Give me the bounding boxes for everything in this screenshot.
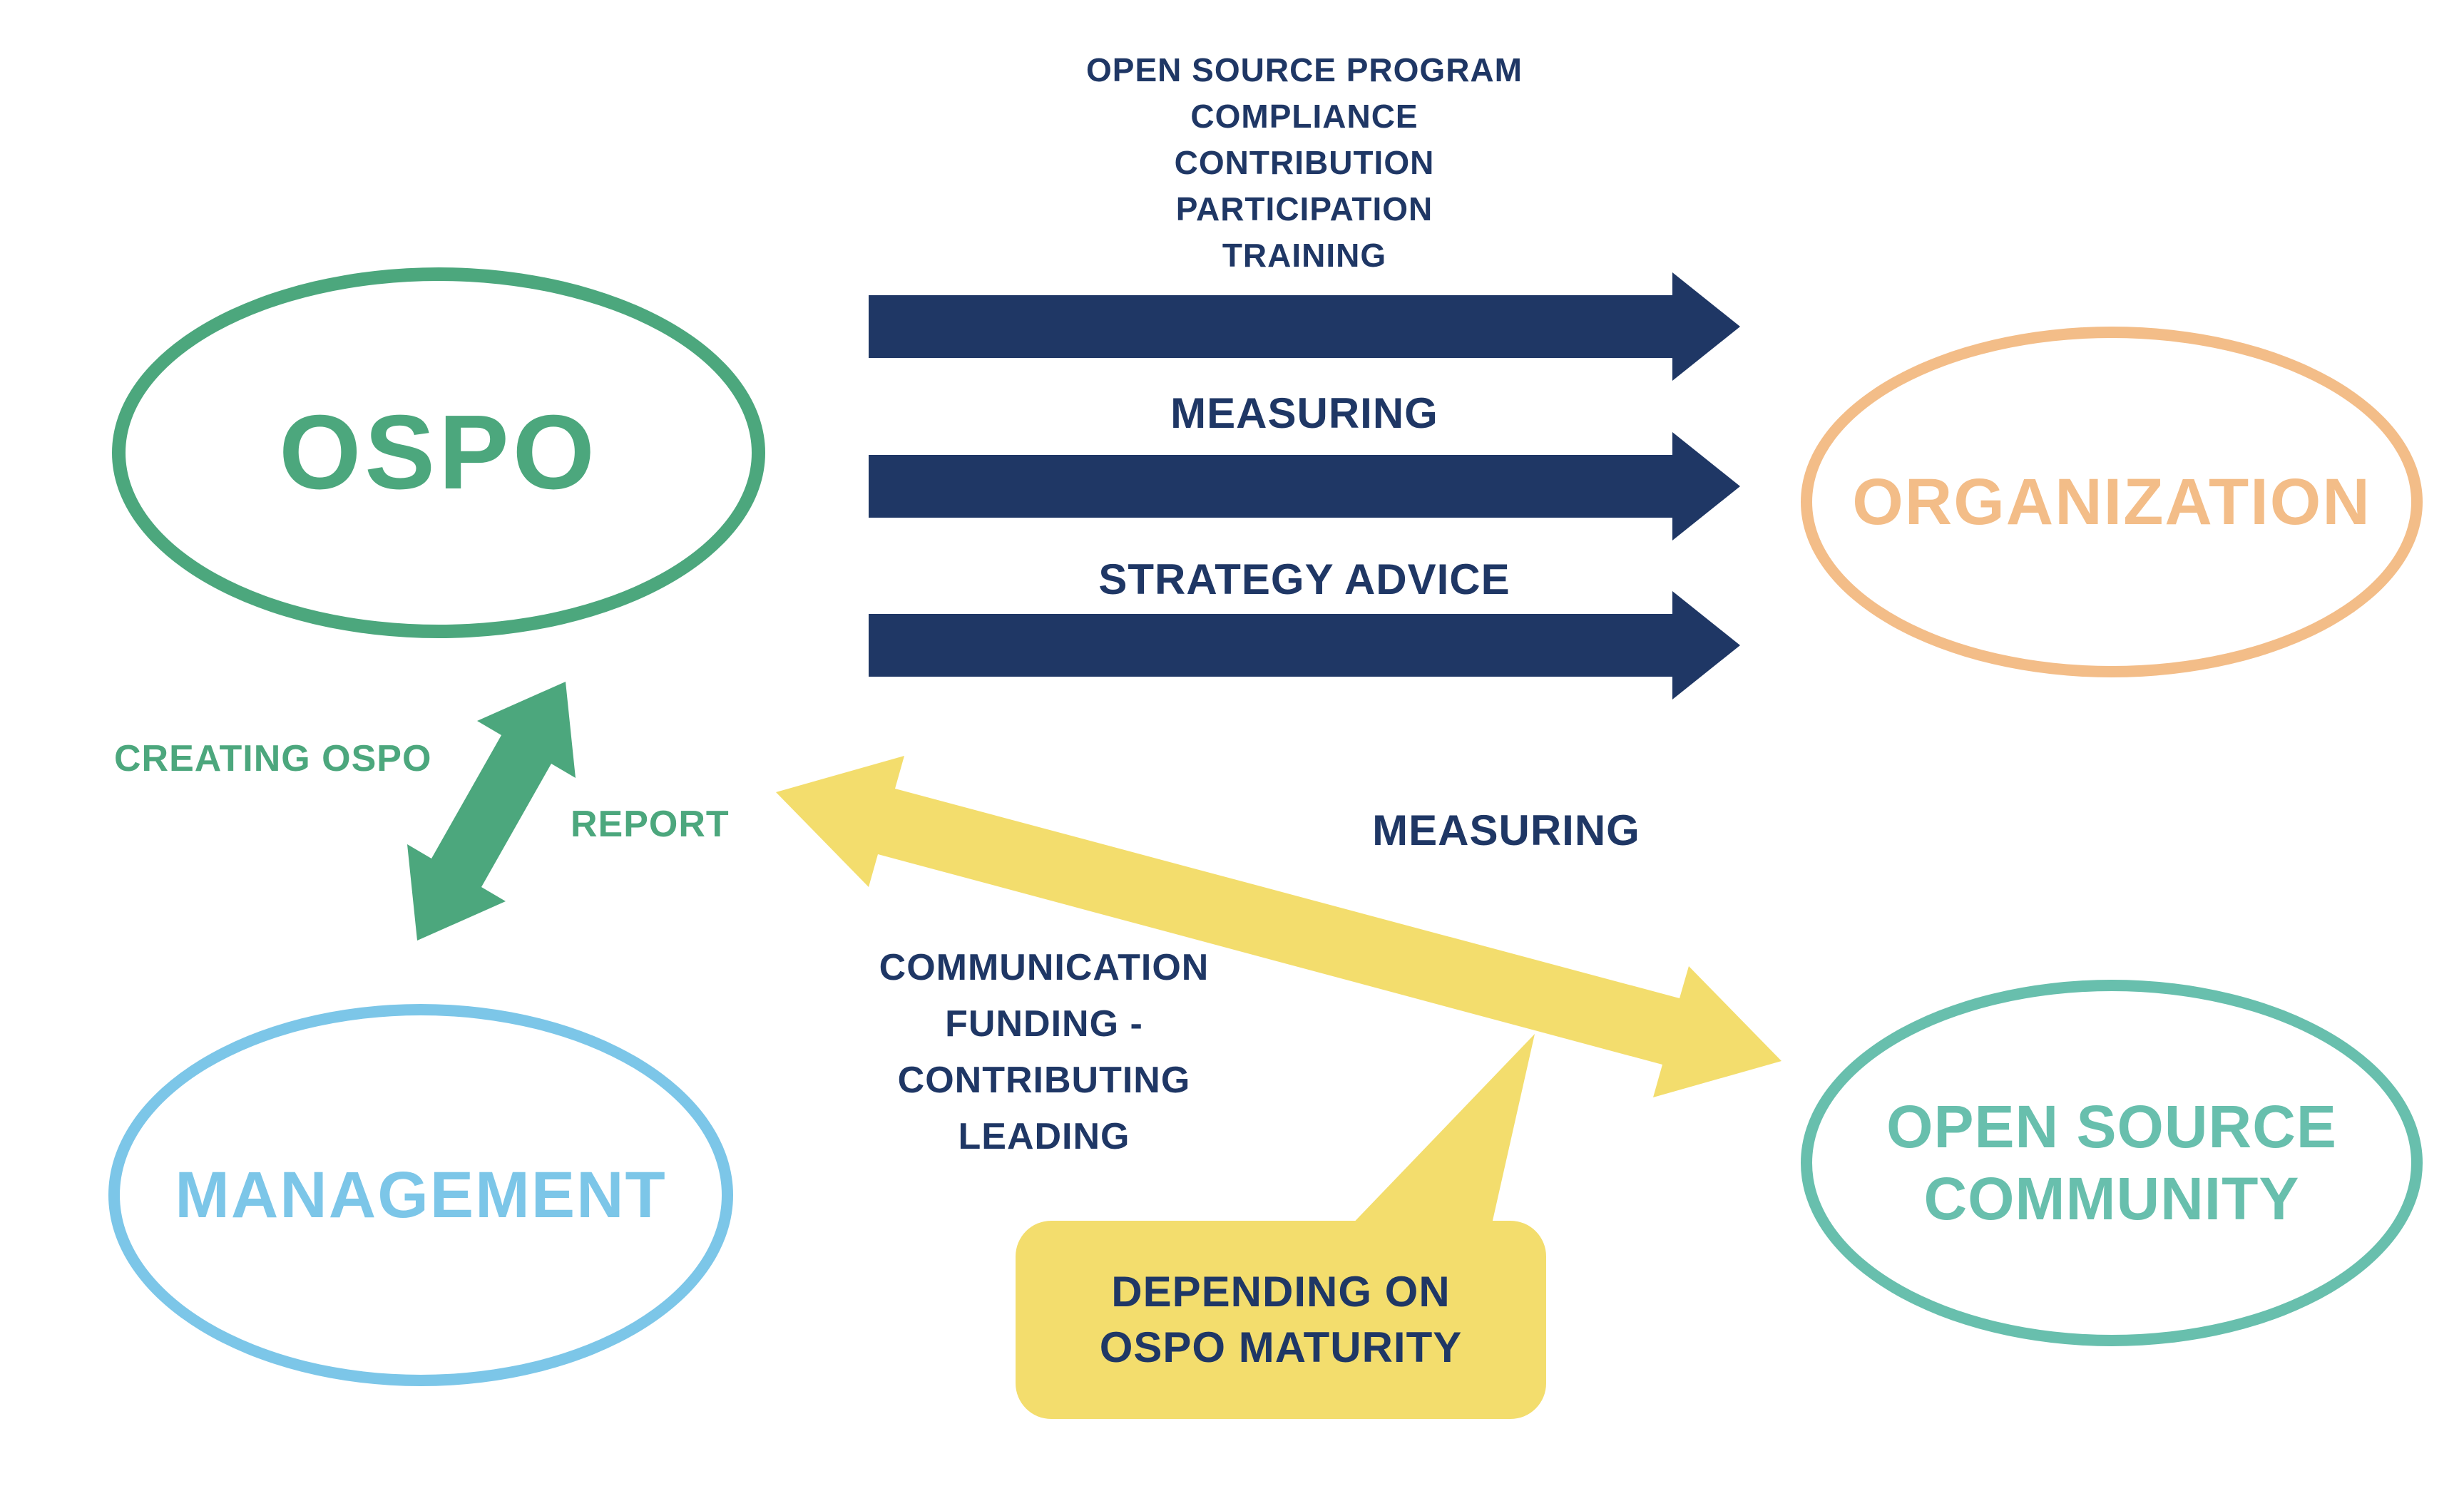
topics-list-ospo-to-organization: OPEN SOURCE PROGRAM COMPLIANCE CONTRIBUT… — [1086, 47, 1523, 279]
arrow-ospo-to-organization-strategy — [869, 591, 1740, 700]
topic-leading: LEADING — [958, 1116, 1130, 1157]
topic-compliance: COMPLIANCE — [1190, 98, 1418, 135]
node-organization-label: ORGANIZATION — [1852, 465, 2371, 538]
double-arrow-ospo-community — [776, 756, 1781, 1097]
node-community-label-line1: OPEN SOURCE — [1886, 1093, 2337, 1161]
topic-contribution: CONTRIBUTION — [1174, 144, 1435, 181]
callout-depending-on-ospo-maturity: DEPENDING ON OSPO MATURITY — [1016, 1221, 1546, 1419]
arrow-ospo-to-organization-topics — [869, 272, 1740, 381]
double-arrow-ospo-management — [407, 682, 576, 941]
node-management: MANAGEMENT — [108, 1004, 733, 1386]
label-report: REPORT — [571, 804, 730, 845]
node-ospo: OSPO — [112, 267, 765, 638]
label-measuring-community: MEASURING — [1372, 806, 1640, 854]
node-management-label: MANAGEMENT — [175, 1158, 667, 1231]
node-open-source-community: OPEN SOURCE COMMUNITY — [1801, 980, 2423, 1346]
callout-line2: OSPO MATURITY — [1099, 1323, 1463, 1371]
topic-training: TRAINING — [1222, 237, 1387, 274]
node-ospo-label: OSPO — [279, 394, 598, 511]
callout-pointer — [1346, 1034, 1535, 1230]
callout-line1: DEPENDING ON — [1111, 1268, 1451, 1316]
topic-participation: PARTICIPATION — [1175, 190, 1433, 227]
label-creating-ospo: CREATING OSPO — [114, 738, 432, 779]
label-measuring-organization: MEASURING — [1170, 389, 1438, 437]
label-strategy-advice: STRATEGY ADVICE — [1098, 555, 1510, 603]
node-community-label-line2: COMMUNITY — [1923, 1165, 2300, 1232]
arrow-ospo-to-organization-measuring — [869, 432, 1740, 540]
topic-communication: COMMUNICATION — [879, 947, 1210, 988]
topic-open-source-program: OPEN SOURCE PROGRAM — [1086, 51, 1523, 88]
node-organization: ORGANIZATION — [1801, 327, 2423, 677]
topic-contributing: CONTRIBUTING — [897, 1060, 1191, 1101]
topic-funding: FUNDING - — [945, 1003, 1143, 1045]
topics-list-ospo-to-community: COMMUNICATION FUNDING - CONTRIBUTING LEA… — [879, 940, 1210, 1165]
